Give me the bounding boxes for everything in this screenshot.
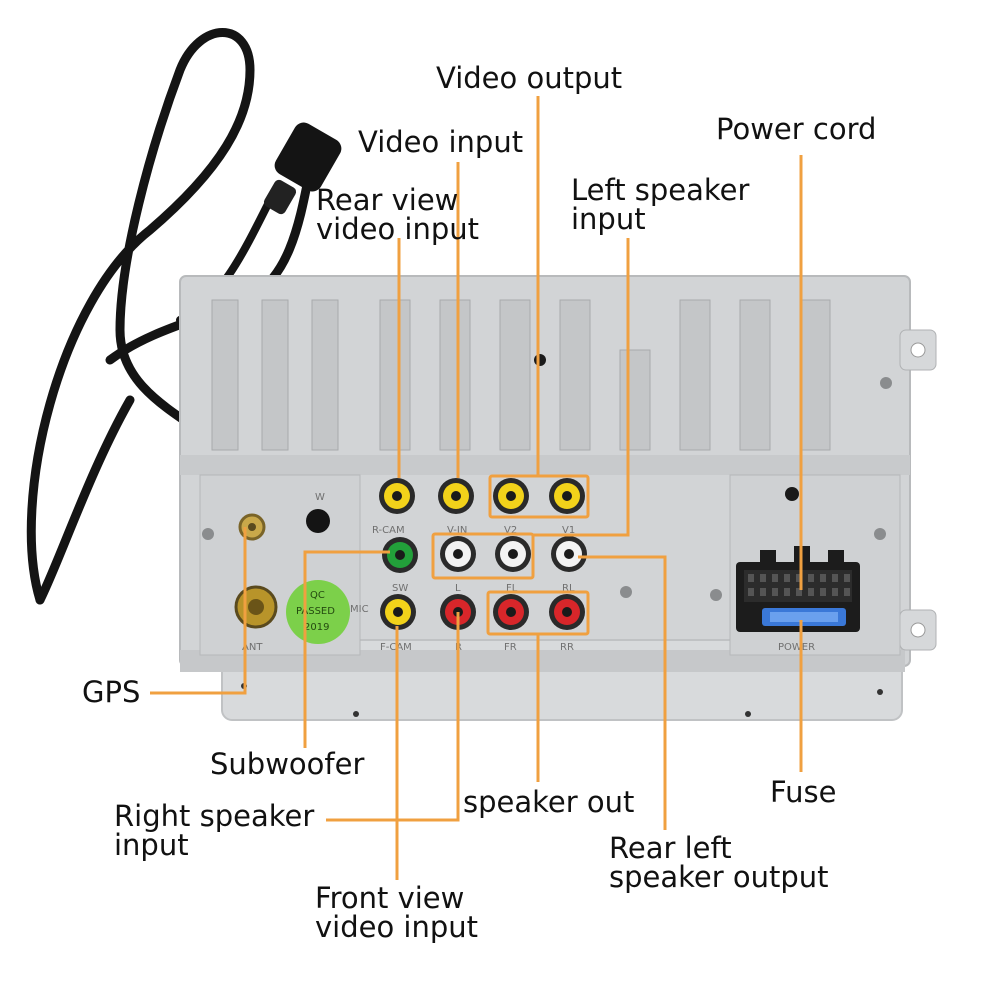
mark-rr: RR: [560, 642, 574, 653]
mark-sw: SW: [392, 583, 408, 594]
jack-sw: [382, 537, 418, 573]
label-rear-left-speaker-output: Rear left speaker output: [609, 834, 829, 892]
leader-left-speaker: [533, 238, 630, 537]
label-front-view-line2: video input: [315, 910, 479, 944]
rca-jacks: [379, 478, 587, 630]
label-rear-left-line1: Rear left: [609, 831, 732, 865]
sticker-line2: PASSED: [296, 606, 335, 617]
mark-power: POWER: [778, 642, 815, 653]
mark-v1: V1: [562, 525, 575, 536]
label-fuse: Fuse: [770, 775, 837, 809]
label-rear-left-line2: speaker output: [609, 860, 829, 894]
mark-l: L: [455, 583, 461, 594]
qc-sticker: QC PASSED 2019: [286, 580, 350, 644]
leader-right-speaker: [326, 612, 460, 822]
label-left-speaker-input: Left speaker input: [571, 176, 749, 234]
label-speaker-out: speaker out: [463, 785, 635, 819]
jack-rl: [551, 536, 587, 572]
box-left-speaker: [431, 532, 535, 580]
label-right-speaker-line1: Right speaker: [114, 799, 315, 833]
leader-subwoofer: [303, 550, 390, 748]
label-gps: GPS: [82, 675, 141, 709]
jack-v-in: [438, 478, 474, 514]
ant-connector: [234, 585, 278, 629]
jack-v1: [549, 478, 585, 514]
label-video-output: Video output: [436, 61, 623, 95]
mark-w: W: [315, 492, 325, 503]
sticker-line1: QC: [310, 590, 325, 601]
jack-l: [440, 536, 476, 572]
gps-connector: [238, 509, 330, 541]
jack-fl: [495, 536, 531, 572]
leader-gps: [150, 527, 247, 695]
label-rear-view-video-input: Rear view video input: [316, 186, 479, 244]
gps-plug: [263, 122, 342, 215]
leader-lines: [150, 96, 803, 880]
label-right-speaker-line2: input: [114, 828, 189, 862]
label-left-speaker-line2: input: [571, 202, 646, 236]
fuse: [762, 608, 846, 626]
leader-rear-left: [578, 555, 667, 830]
mark-fr: FR: [504, 642, 517, 653]
mark-r-cam: R-CAM: [372, 525, 405, 536]
mark-v-in: V-IN: [447, 525, 467, 536]
label-video-input: Video input: [358, 125, 524, 159]
mark-mic: MIC: [350, 604, 369, 615]
label-left-speaker-line1: Left speaker: [571, 173, 750, 207]
label-front-view-video-input: Front view video input: [315, 884, 478, 942]
label-front-view-line1: Front view: [315, 881, 465, 915]
mark-rl: RL: [562, 583, 575, 594]
sticker-line3: 2019: [304, 622, 329, 633]
mark-fl: FL: [506, 583, 518, 594]
jack-fr: [493, 594, 529, 630]
mark-v2: V2: [504, 525, 517, 536]
label-rear-view-line2: video input: [316, 212, 480, 246]
label-power-cord: Power cord: [716, 112, 877, 146]
jack-v2: [493, 478, 529, 514]
label-right-speaker-input: Right speaker input: [114, 802, 314, 860]
mark-ant: ANT: [242, 642, 263, 653]
label-subwoofer: Subwoofer: [210, 747, 365, 781]
label-rear-view-line1: Rear view: [316, 183, 459, 217]
jack-rr: [549, 594, 585, 630]
jack-r-cam: [379, 478, 415, 514]
chassis: [179, 275, 937, 721]
jack-f-cam: [380, 594, 416, 630]
